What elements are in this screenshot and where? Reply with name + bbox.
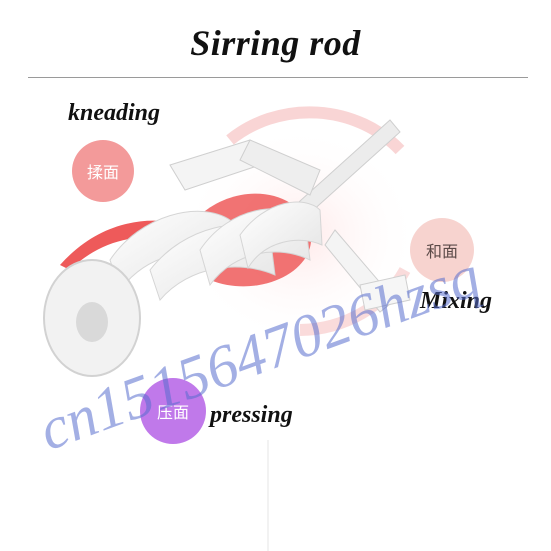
paddle-center: [239, 139, 321, 196]
kneading-badge: 揉面: [72, 140, 134, 202]
pressing-cn-label: 压面: [156, 403, 189, 422]
kneading-cn-label: 揉面: [86, 163, 119, 182]
rod-end-hole: [76, 302, 108, 342]
title-divider: [28, 77, 528, 78]
mixing-label: Mixing: [420, 288, 493, 314]
page-title: Sirring rod: [190, 23, 361, 63]
pressing-label: pressing: [210, 402, 293, 428]
paddle-tip: [359, 274, 411, 311]
mixing-badge: 和面: [410, 218, 474, 282]
pressing-badge: 压面: [140, 378, 206, 444]
kneading-label: kneading: [68, 100, 161, 126]
spiral-flight-4: [239, 201, 323, 270]
mixing-cn-label: 和面: [425, 242, 458, 261]
